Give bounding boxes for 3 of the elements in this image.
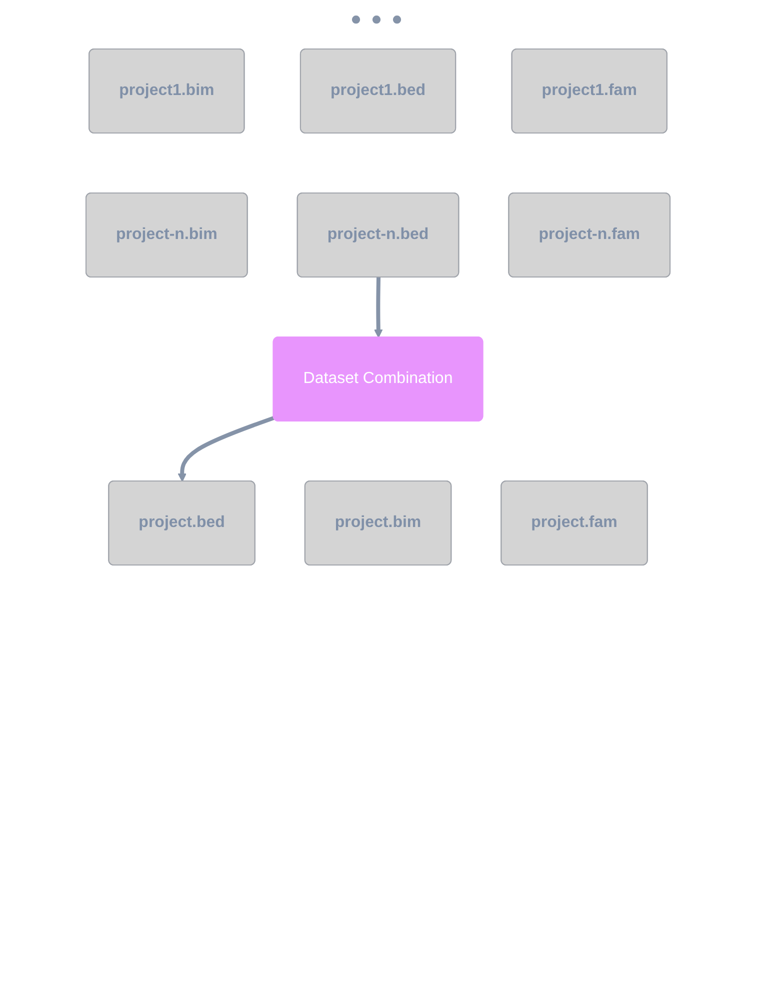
arrow xyxy=(178,416,276,482)
ellipsis-note: ••• xyxy=(346,4,410,37)
arrow xyxy=(374,277,384,338)
